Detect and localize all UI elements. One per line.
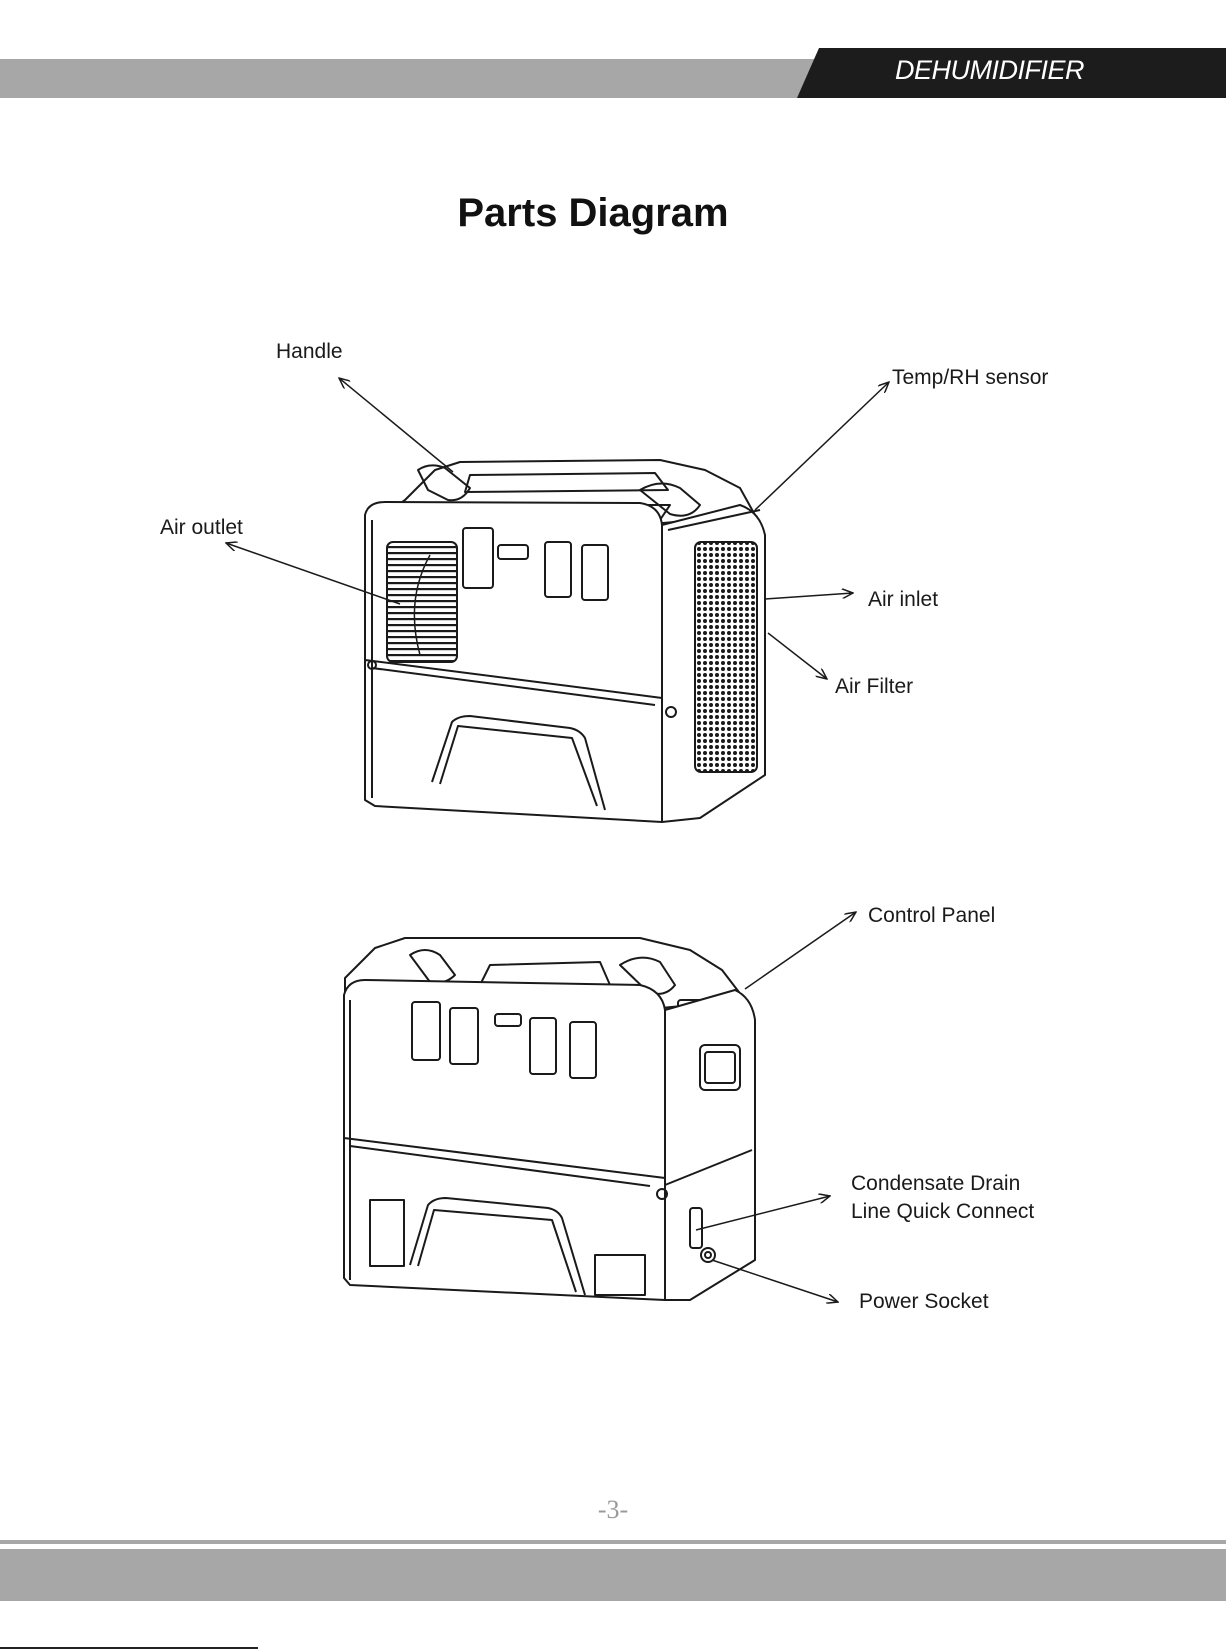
footer-bar: [0, 1549, 1226, 1601]
page-number: -3-: [0, 1495, 1226, 1525]
arrow-temp-rh-sensor: [755, 382, 889, 510]
dehumidifier-rear-view: [344, 938, 755, 1300]
label-control-panel: Control Panel: [868, 902, 995, 929]
arrow-power-socket: [712, 1260, 838, 1302]
label-power-socket: Power Socket: [859, 1288, 989, 1315]
label-air-inlet: Air inlet: [868, 586, 938, 613]
arrow-air-inlet: [765, 593, 853, 599]
label-handle: Handle: [276, 338, 343, 365]
dehumidifier-front-view: [365, 460, 765, 822]
arrow-air-filter: [768, 633, 827, 679]
label-temp-rh-sensor: Temp/RH sensor: [892, 364, 1048, 391]
bottom-rule: [0, 1647, 258, 1649]
label-air-filter: Air Filter: [835, 673, 913, 700]
label-air-outlet: Air outlet: [160, 514, 243, 541]
footer-line: [0, 1540, 1226, 1544]
arrow-handle: [339, 378, 453, 472]
label-condensate-drain-line2: Line Quick Connect: [851, 1198, 1034, 1225]
label-condensate-drain-line1: Condensate Drain: [851, 1170, 1020, 1197]
arrow-control-panel: [745, 912, 856, 989]
